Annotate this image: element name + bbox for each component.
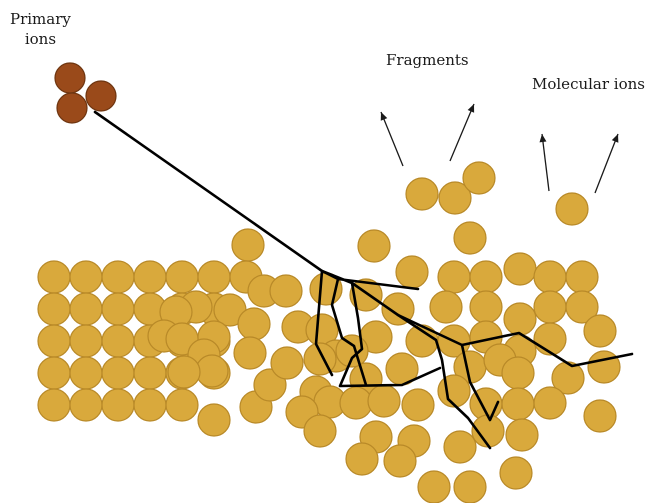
target-atom <box>69 260 103 294</box>
target-atom <box>583 314 617 348</box>
target-atom <box>345 442 379 476</box>
target-atom <box>197 260 231 294</box>
target-atom <box>469 290 503 324</box>
target-atom <box>69 324 103 358</box>
target-atom <box>101 292 135 326</box>
target-atom <box>101 356 135 390</box>
target-atom <box>565 260 599 294</box>
target-atom <box>501 356 535 390</box>
target-atom <box>101 260 135 294</box>
target-atom <box>133 260 167 294</box>
target-atom <box>253 368 287 402</box>
target-atom <box>195 354 229 388</box>
target-atom <box>443 430 477 464</box>
primary-ions-label-line1: Primary <box>10 10 71 28</box>
target-atom <box>165 260 199 294</box>
target-atom <box>499 456 533 490</box>
target-atom <box>533 260 567 294</box>
target-atom <box>37 356 71 390</box>
target-atom <box>133 356 167 390</box>
trajectory-branch <box>338 281 442 388</box>
target-atom <box>453 470 487 503</box>
fragment-particle <box>438 181 472 215</box>
primary-ion-cluster <box>54 62 117 124</box>
emission-arrows <box>380 103 619 194</box>
target-atom <box>233 336 267 370</box>
target-atom <box>167 355 201 389</box>
target-atom <box>583 399 617 433</box>
target-atom <box>303 342 337 376</box>
target-atom <box>395 255 429 289</box>
target-atom <box>165 388 199 422</box>
target-atom <box>505 418 539 452</box>
target-atom <box>503 302 537 336</box>
target-atom <box>587 350 621 384</box>
target-atom <box>401 388 435 422</box>
collision-cascade-paths <box>93 110 634 450</box>
target-atom <box>37 292 71 326</box>
molecular-arrow-left <box>539 133 550 192</box>
target-atom <box>69 356 103 390</box>
target-atom <box>133 388 167 422</box>
molecular-ion-particle <box>555 192 589 226</box>
target-atom <box>69 388 103 422</box>
target-atom <box>101 324 135 358</box>
target-atom <box>69 292 103 326</box>
target-atom <box>367 384 401 418</box>
target-atom <box>339 386 373 420</box>
primary-ion <box>54 62 86 94</box>
primary-ions-label: Primary ions <box>10 9 71 49</box>
target-atom <box>429 290 463 324</box>
target-atom <box>501 387 535 421</box>
target-atom <box>270 346 304 380</box>
target-atom <box>469 260 503 294</box>
target-atom <box>37 324 71 358</box>
target-atom <box>503 252 537 286</box>
target-atom <box>357 229 391 263</box>
primary-ion <box>85 80 117 112</box>
ejected-particles <box>405 161 589 226</box>
target-atom <box>417 470 451 503</box>
target-atom <box>437 260 471 294</box>
trajectory-branch <box>330 277 368 387</box>
target-atom <box>231 228 265 262</box>
fragment-arrow-right <box>449 103 475 162</box>
target-atom <box>533 386 567 420</box>
fragments-label: Fragments <box>386 51 469 69</box>
molecular-ions-label: Molecular ions <box>532 75 645 93</box>
molecular-arrow-right <box>594 133 619 194</box>
target-atom <box>303 414 337 448</box>
target-atom <box>197 403 231 437</box>
trajectory-branch <box>396 313 492 450</box>
trajectory-branch <box>460 343 500 422</box>
target-atom <box>533 322 567 356</box>
target-atom <box>37 260 71 294</box>
primary-ions-label-line2: ions <box>24 30 57 48</box>
target-atom <box>437 374 471 408</box>
target-atom <box>335 334 369 368</box>
target-atoms <box>37 221 621 503</box>
target-atom <box>237 307 271 341</box>
fragment-arrow-left <box>380 111 404 167</box>
target-atom <box>37 388 71 422</box>
target-atom <box>453 221 487 255</box>
trajectory-branch <box>314 269 334 377</box>
target-atom <box>383 444 417 478</box>
fragment-particle <box>405 177 439 211</box>
target-atom <box>101 388 135 422</box>
target-atom <box>565 290 599 324</box>
target-atom <box>381 292 415 326</box>
target-atom <box>533 290 567 324</box>
fragment-particle <box>462 161 496 195</box>
target-atom <box>269 274 303 308</box>
primary-ion <box>56 92 88 124</box>
